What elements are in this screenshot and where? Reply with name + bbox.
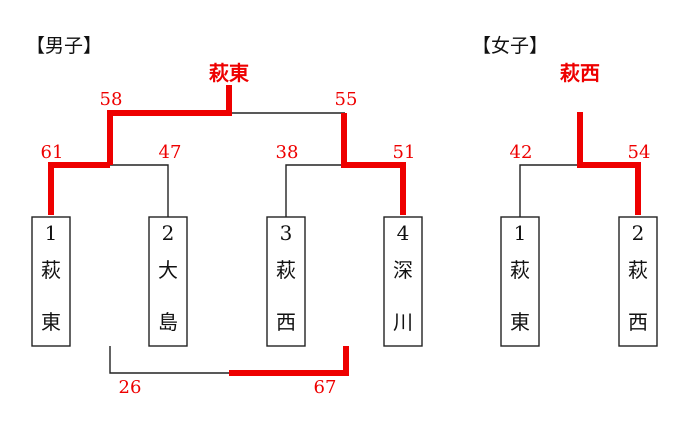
men-team-2-name-char-1: 大 xyxy=(158,258,178,282)
women-champion-label: 萩西 xyxy=(560,61,600,85)
women-team-2-name-char-2: 西 xyxy=(628,310,648,334)
men-semi2-score-left: 38 xyxy=(276,142,299,163)
women-team-1: 1 萩 東 xyxy=(500,216,540,347)
men-final-score-left: 58 xyxy=(100,89,123,110)
men-team-3: 3 萩 西 xyxy=(266,216,306,347)
women-team-2-seed: 2 xyxy=(632,221,645,245)
men-semi1-score-right: 47 xyxy=(159,142,182,163)
men-team-3-seed: 3 xyxy=(280,221,293,245)
men-team-4-name-char-1: 深 xyxy=(393,258,413,282)
men-semi2-left-line xyxy=(285,164,344,218)
women-team-1-name-char-2: 東 xyxy=(510,310,530,334)
men-team-1: 1 萩 東 xyxy=(31,216,71,347)
men-section-label: 【男子】 xyxy=(26,35,102,57)
men-semi2-win-line xyxy=(341,113,406,215)
men-team-3-box xyxy=(266,216,306,347)
men-third-win-line xyxy=(229,346,349,376)
men-team-3-name-char-2: 西 xyxy=(276,310,296,334)
men-semi1-score-left: 61 xyxy=(41,142,64,163)
women-team-2: 2 萩 西 xyxy=(618,216,658,347)
men-team-4: 4 深 川 xyxy=(383,216,423,347)
men-semi1-win-line xyxy=(48,162,110,215)
men-team-2-name-char-2: 島 xyxy=(158,310,178,334)
women-winning-path xyxy=(577,112,641,215)
men-team-2-seed: 2 xyxy=(162,221,175,245)
men-semi2-score-right: 51 xyxy=(393,142,416,163)
men-team-3-name-char-1: 萩 xyxy=(276,258,296,282)
women-bracket-lines xyxy=(519,164,580,218)
men-bracket-lines xyxy=(109,112,345,374)
men-team-1-box xyxy=(31,216,71,347)
women-team-2-box xyxy=(618,216,658,347)
men-team-2-box xyxy=(148,216,188,347)
women-team-2-name-char-1: 萩 xyxy=(628,258,648,282)
men-team-4-name-char-2: 川 xyxy=(393,310,413,334)
men-winning-path xyxy=(48,85,406,376)
women-final-score-right: 54 xyxy=(628,142,651,163)
men-team-1-name-char-2: 東 xyxy=(41,310,61,334)
women-section-label: 【女子】 xyxy=(472,35,548,57)
women-team-1-box xyxy=(500,216,540,347)
men-team-2: 2 大 島 xyxy=(148,216,188,347)
women-team-1-name-char-1: 萩 xyxy=(510,258,530,282)
men-third-score-left: 26 xyxy=(119,377,142,398)
men-third-score-right: 67 xyxy=(314,377,337,398)
women-final-left-line xyxy=(519,164,580,218)
women-team-1-seed: 1 xyxy=(514,221,527,245)
men-team-4-seed: 4 xyxy=(397,221,410,245)
men-semi1-right-line xyxy=(110,164,169,218)
men-third-left-line xyxy=(109,346,229,374)
men-team-1-name-char-1: 萩 xyxy=(41,258,61,282)
men-final-win-line xyxy=(107,85,232,165)
men-team-4-box xyxy=(383,216,423,347)
men-champion-label: 萩東 xyxy=(209,61,249,85)
men-team-1-seed: 1 xyxy=(45,221,58,245)
women-final-score-left: 42 xyxy=(510,142,533,163)
men-final-score-right: 55 xyxy=(335,89,358,110)
women-final-win-line xyxy=(577,112,641,215)
